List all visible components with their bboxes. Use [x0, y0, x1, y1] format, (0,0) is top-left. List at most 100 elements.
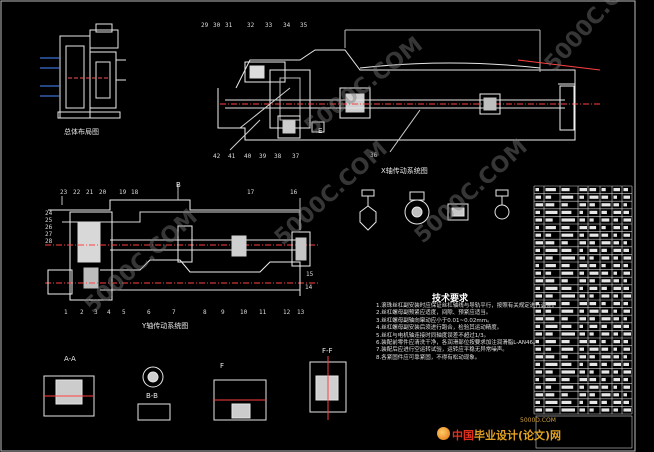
table-cell-text [601, 188, 606, 192]
table-cell-text [601, 370, 610, 374]
table-cell-text [535, 347, 541, 351]
table-cell-text [601, 400, 607, 404]
table-cell-text [535, 256, 542, 260]
table-cell-text [623, 309, 630, 313]
table-cell-text [561, 400, 572, 404]
table-cell-text [613, 378, 620, 382]
section-ff-figure [309, 356, 347, 420]
callout-number: 9 [221, 309, 225, 316]
table-cell-text [561, 324, 572, 328]
table-cell-text [579, 188, 587, 192]
table-cell-text [535, 218, 542, 222]
table-cell-text [589, 264, 597, 268]
table-cell-text [561, 203, 568, 207]
table-cell-text [601, 233, 609, 237]
callout-number: 25 [45, 217, 53, 224]
table-cell-text [601, 286, 607, 290]
overall-layout-figure [40, 23, 126, 119]
table-cell-text [613, 241, 619, 245]
table-cell-text [601, 340, 606, 344]
table-cell-text [535, 378, 539, 382]
detail-parts [359, 189, 510, 231]
table-cell-text [579, 248, 583, 252]
table-cell-text [589, 279, 595, 283]
table-cell-text [613, 302, 620, 306]
table-cell-text [589, 400, 598, 404]
table-cell-text [589, 309, 599, 313]
table-cell-text [561, 408, 575, 412]
table-cell-text [579, 226, 587, 230]
table-cell-text [589, 188, 597, 192]
section-ff-label: F-F [322, 347, 333, 355]
table-cell-text [579, 385, 584, 389]
callout-number: 12 [283, 309, 291, 316]
table-cell-text [561, 393, 568, 397]
table-cell-text [579, 294, 585, 298]
callout-number: 7 [172, 309, 176, 316]
callout-number: 32 [247, 22, 255, 29]
table-cell-text [623, 203, 627, 207]
table-cell-text [613, 355, 619, 359]
callout-number: 11 [259, 309, 267, 316]
brand-cn: 中国 [452, 429, 474, 442]
table-cell-text [589, 226, 597, 230]
table-cell-text [623, 370, 631, 374]
brand-rest: 毕业设计(论文)网 [474, 429, 562, 442]
table-cell-text [579, 241, 586, 245]
callout-number: 26 [45, 224, 53, 231]
table-cell-text [545, 286, 558, 290]
table-cell-text [601, 324, 607, 328]
table-cell-text [589, 347, 599, 351]
callout-number: 1 [64, 309, 68, 316]
table-cell-text [535, 294, 542, 298]
table-cell-text [601, 408, 610, 412]
table-cell-text [623, 347, 630, 351]
table-cell-text [613, 210, 621, 214]
table-cell-text [601, 271, 609, 275]
table-cell-text [613, 347, 617, 351]
table-cell-text [601, 347, 609, 351]
callout-number: 2 [80, 309, 84, 316]
table-cell-text [589, 324, 598, 328]
table-cell-text [589, 362, 598, 366]
table-cell-text [545, 241, 555, 245]
drawing-frame [0, 0, 636, 452]
table-cell-text [535, 309, 541, 313]
table-cell-text [613, 317, 619, 321]
table-cell-text [561, 279, 568, 283]
table-cell-text [545, 233, 552, 237]
table-cell-text [535, 332, 542, 336]
table-cell-text [623, 332, 631, 336]
table-cell-text [579, 203, 586, 207]
tech-item: 8.各紧固件应可靠紧固，不得有松动现象。 [376, 354, 481, 361]
table-cell-text [613, 294, 618, 298]
table-cell-text [613, 188, 620, 192]
section-aa-figure [43, 375, 95, 417]
table-cell-text [561, 286, 572, 290]
table-cell-text [535, 355, 543, 359]
table-cell-text [623, 210, 629, 214]
table-cell-text [545, 279, 555, 283]
callout-number: 15 [306, 271, 314, 278]
table-cell-text [561, 233, 574, 237]
callout-number: 42 [213, 153, 221, 160]
table-cell-text [623, 233, 630, 237]
callout-number: 16 [290, 189, 298, 196]
table-cell-text [579, 324, 583, 328]
table-cell-text [545, 400, 558, 404]
table-cell-text [589, 241, 595, 245]
table-cell-text [545, 385, 552, 389]
table-cell-text [579, 256, 585, 260]
table-cell-text [589, 302, 597, 306]
title-block [535, 415, 633, 449]
table-cell-text [623, 195, 630, 199]
table-cell-text [579, 264, 587, 268]
brand-name: 中国毕业设计(论文)网 [452, 427, 561, 443]
overall-layout-title: 总体布局图 [64, 128, 99, 136]
table-cell-text [535, 362, 540, 366]
table-cell-text [561, 302, 570, 306]
table-cell-text [613, 195, 617, 199]
table-cell-text [545, 188, 556, 192]
table-cell-text [535, 385, 541, 389]
callout-number: 39 [259, 153, 267, 160]
